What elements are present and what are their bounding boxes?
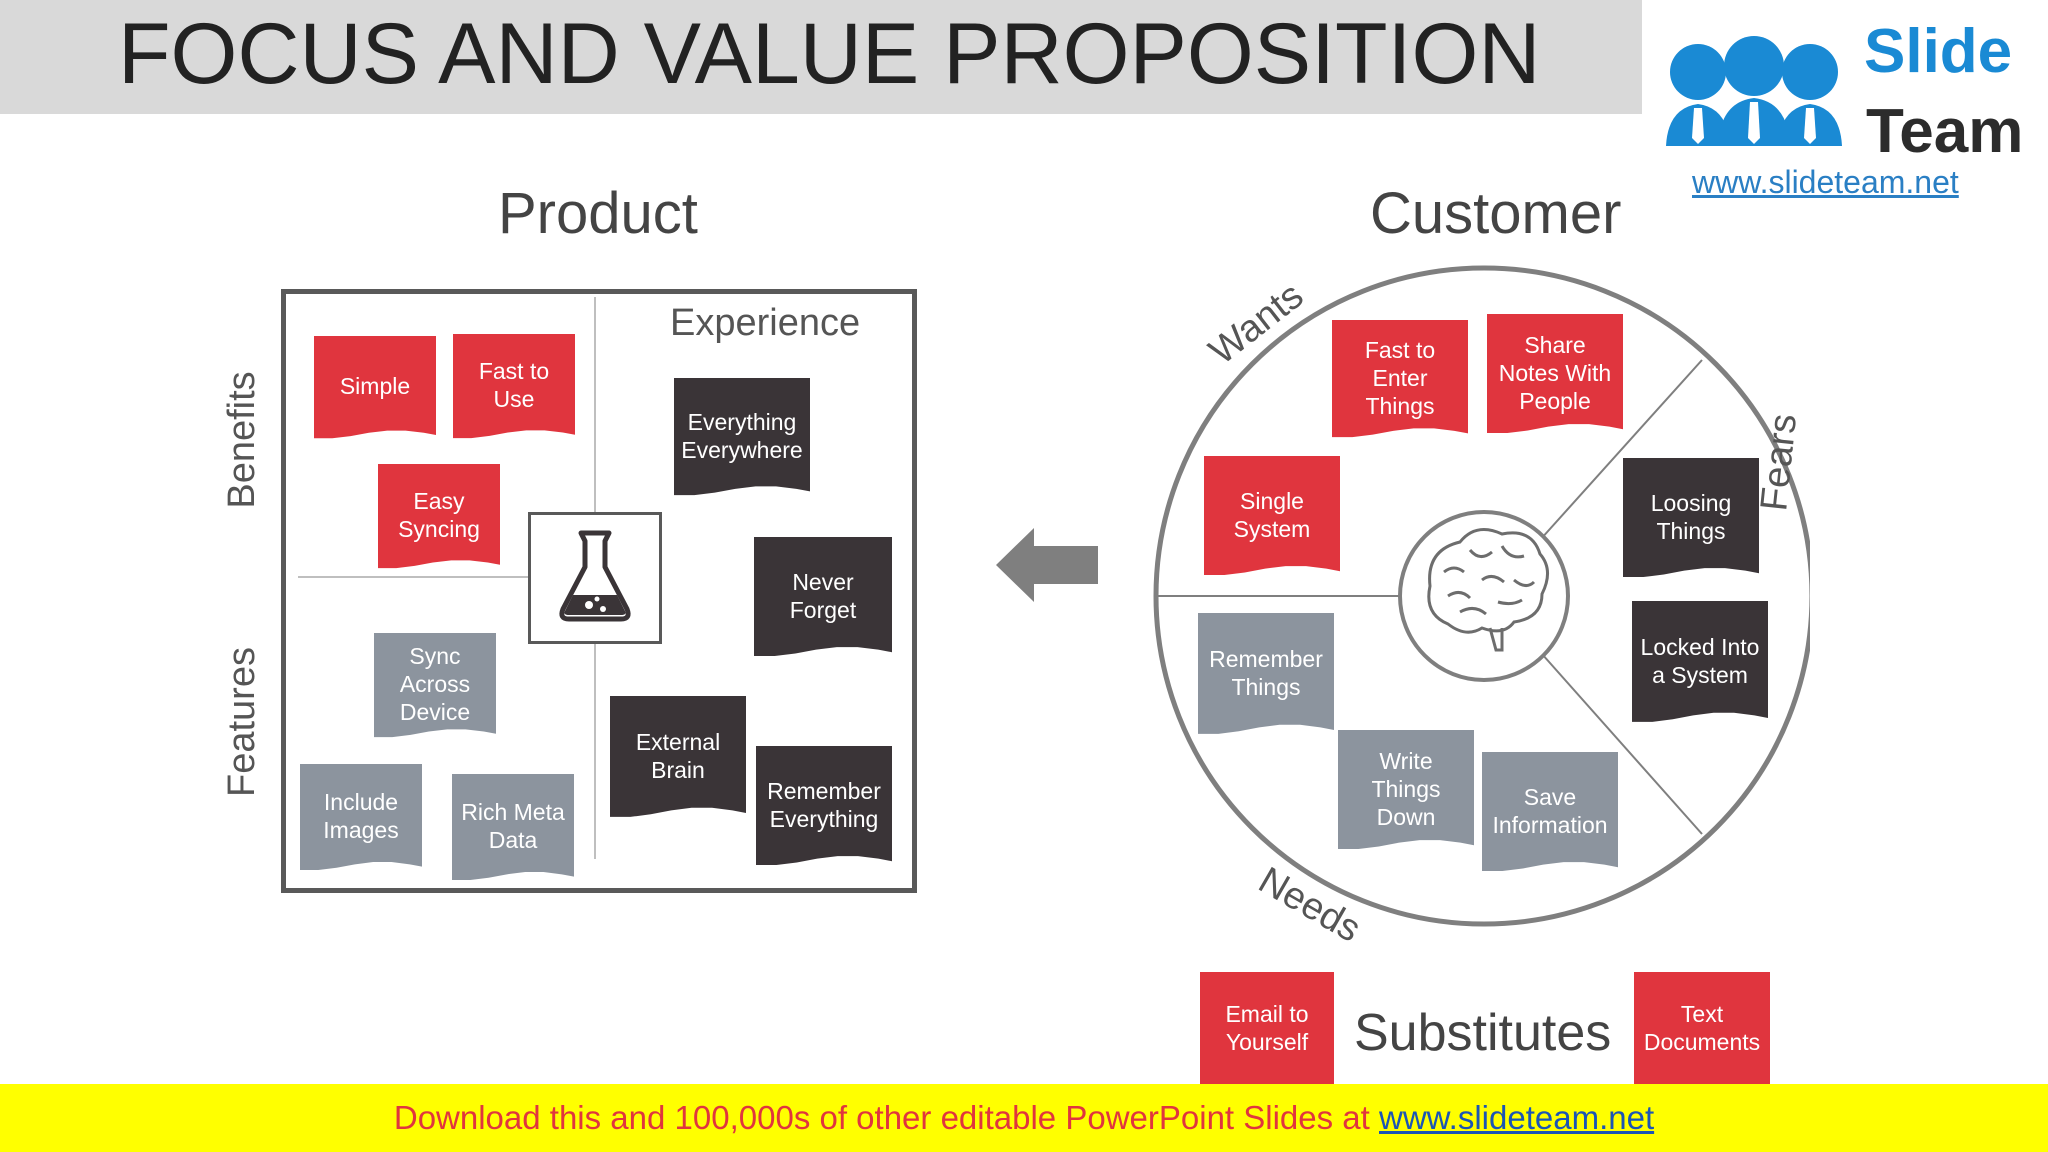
card-share-notes-with-people: Share Notes With People <box>1487 314 1623 434</box>
card-email-to-yourself: Email to Yourself <box>1200 972 1334 1084</box>
benefits-label: Benefits <box>221 371 263 509</box>
features-label: Features <box>221 647 263 797</box>
card-remember-things: Remember Things <box>1198 613 1334 734</box>
page-title: FOCUS AND VALUE PROPOSITION <box>118 6 1541 102</box>
footer-text: Download this and 100,000s of other edit… <box>0 1084 2048 1152</box>
card-remember-everything: Remember Everything <box>756 746 892 866</box>
customer-heading: Customer <box>1370 181 1622 246</box>
substitutes-label: Substitutes <box>1354 1004 1612 1062</box>
logo-word-team: Team <box>1866 97 2024 166</box>
people-logo-icon <box>1666 36 1842 146</box>
title-bar <box>0 0 1642 114</box>
card-save-information: Save Information <box>1482 752 1618 872</box>
card-loosing-things: Loosing Things <box>1623 458 1759 578</box>
footer-banner <box>0 1084 2048 1152</box>
logo[interactable]: Slide Team www.slideteam.net <box>1642 0 2048 200</box>
arrow-left-icon <box>996 528 1098 602</box>
circle-divider-upper-right <box>1539 359 1703 541</box>
fears-label: Fears <box>1753 412 1805 513</box>
card-fast-to-enter-things: Fast to Enter Things <box>1332 320 1468 438</box>
footer-url-link[interactable]: www.slideteam.net <box>1379 1099 1655 1136</box>
flask-box <box>528 512 662 644</box>
card-external-brain: External Brain <box>610 696 746 817</box>
product-heading: Product <box>498 181 698 246</box>
brain-icon <box>1427 528 1549 652</box>
brain-circle <box>1398 510 1570 682</box>
card-simple: Simple <box>314 336 436 439</box>
logo-url-link[interactable]: www.slideteam.net <box>1692 164 1959 200</box>
circle-divider-lower-right <box>1541 653 1703 835</box>
card-fast-to-use: Fast to Use <box>453 334 575 439</box>
footer-message: Download this and 100,000s of other edit… <box>393 1099 1379 1136</box>
logo-word-slide: Slide <box>1864 17 2013 86</box>
card-write-things-down: Write Things Down <box>1338 730 1474 850</box>
card-never-forget: Never Forget <box>754 537 892 657</box>
flask-icon <box>559 530 631 622</box>
card-easy-syncing: Easy Syncing <box>378 464 500 569</box>
customer-circle: Wants Fears Needs <box>1153 265 1810 950</box>
card-rich-meta-data: Rich Meta Data <box>452 774 574 881</box>
card-text-documents: Text Documents <box>1634 972 1770 1084</box>
experience-label: Experience <box>670 302 861 344</box>
card-single-system: Single System <box>1204 456 1340 576</box>
card-sync-across-device: Sync Across Device <box>374 633 496 738</box>
card-locked-into-a-system: Locked Into a System <box>1632 601 1768 722</box>
card-everything-everywhere: Everything Everywhere <box>674 378 810 496</box>
card-include-images: Include Images <box>300 764 422 871</box>
product-horizontal-divider <box>298 576 534 578</box>
